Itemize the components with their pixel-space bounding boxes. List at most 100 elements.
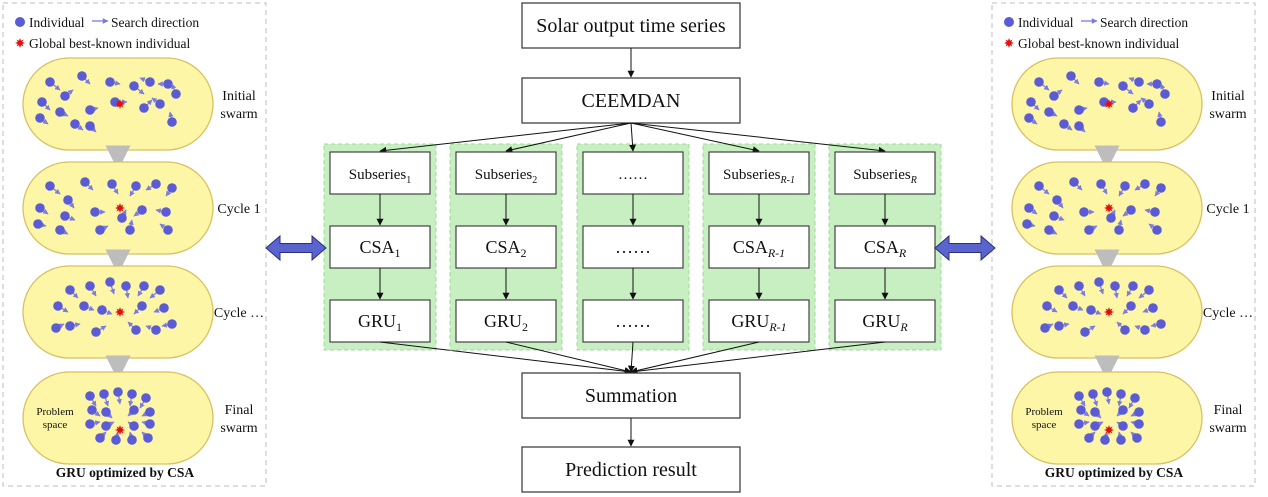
gru-label: GRU1 (358, 311, 402, 334)
individual-dot (163, 79, 173, 89)
sub-label: SubseriesR (853, 167, 917, 186)
arrow-ceemdan-to-branch (629, 122, 637, 152)
individual-dot (105, 277, 115, 287)
individual-dot (1054, 321, 1064, 331)
csa-label: CSA1 (359, 237, 400, 260)
individual-dot (45, 181, 55, 191)
individual-dot (111, 435, 121, 445)
individual-dot (87, 405, 97, 415)
arrow-branch-to-summation (630, 341, 886, 375)
legend-best-label: Global best-known individual (29, 36, 190, 51)
individual-dot (137, 205, 147, 215)
individual-dot (1128, 103, 1138, 113)
legend-individual-dot (15, 17, 25, 27)
gru-box (455, 299, 557, 343)
sub-index: R (910, 175, 917, 186)
individual-dot (1126, 205, 1136, 215)
sub-index: R-1 (780, 175, 795, 186)
gru-label: GRU2 (484, 311, 528, 334)
individual-dot (1079, 207, 1089, 217)
individual-dot (155, 99, 165, 109)
arrow-ceemdan-to-branch (630, 122, 886, 154)
individual-dot (127, 435, 137, 445)
sub-index: 1 (406, 175, 411, 186)
problem-space-label: Problem (36, 406, 74, 418)
individual-dot (1044, 225, 1054, 235)
individual-dot (129, 405, 139, 415)
arrow-ceemdan-to-branch (630, 122, 760, 154)
individual-dot (91, 327, 101, 337)
individual-dot (1144, 285, 1154, 295)
individual-dot (159, 303, 169, 313)
individual-dot (113, 387, 123, 397)
individual-dot (1140, 179, 1150, 189)
individual-dot (105, 77, 115, 87)
individual-dot (35, 203, 45, 213)
individual-dot (60, 91, 70, 101)
individual-dot (37, 97, 47, 107)
individual-dot (127, 389, 137, 399)
sub-label: …… (618, 167, 648, 183)
individual-dot (1054, 285, 1064, 295)
individual-dot (1156, 319, 1166, 329)
individual-dot (1074, 391, 1084, 401)
gru-name: GRU (731, 311, 769, 331)
csa-box (329, 225, 431, 269)
global-best-star (115, 203, 125, 213)
stage-label-2: swarm (220, 107, 257, 122)
gru-name: …… (615, 311, 651, 331)
summation-box (521, 372, 741, 419)
sub-box (582, 151, 684, 195)
arrow-ceemdan-to-branch (505, 122, 632, 154)
sub-name: Subseries (853, 167, 911, 183)
individual-dot (1118, 81, 1128, 91)
global-best-star (1104, 307, 1114, 317)
summation-label: Summation (585, 385, 677, 407)
individual-dot (1034, 77, 1044, 87)
legend-direction-label: Search direction (111, 15, 199, 30)
individual-dot (125, 225, 135, 235)
gru-index: R (899, 320, 908, 334)
individual-dot (1102, 387, 1112, 397)
problem-space-label: Problem (1025, 406, 1063, 418)
individual-dot (1132, 433, 1142, 443)
individual-dot (145, 407, 155, 417)
individual-dot (1086, 305, 1096, 315)
csa-name: CSA (485, 237, 520, 257)
individual-dot (1150, 207, 1160, 217)
stage-label: Cycle 1 (1206, 202, 1249, 217)
gru-label: …… (615, 311, 651, 331)
individual-dot (90, 207, 100, 217)
individual-dot (1118, 421, 1128, 431)
individual-dot (1126, 301, 1136, 311)
individual-dot (1024, 113, 1034, 123)
individual-dot (55, 107, 65, 117)
individual-dot (1042, 301, 1052, 311)
individual-dot (1160, 89, 1170, 99)
sub-label: SubseriesR-1 (723, 167, 795, 186)
center-flow: Solar output time series CEEMDAN Subseri… (323, 2, 942, 493)
individual-dot (51, 323, 61, 333)
individual-dot (163, 225, 173, 235)
individual-dot (1106, 213, 1116, 223)
individual-dot (1100, 435, 1110, 445)
legend-best-label: Global best-known individual (1018, 36, 1179, 51)
individual-dot (1134, 419, 1144, 429)
individual-dot (145, 419, 155, 429)
individual-dot (1040, 323, 1050, 333)
csa-index: R-1 (767, 246, 785, 260)
individual-dot (99, 389, 109, 399)
individual-dot (143, 433, 153, 443)
individual-dot (107, 179, 117, 189)
individual-dot (1130, 393, 1140, 403)
stage-label: Cycle 1 (217, 202, 260, 217)
individual-dot (70, 119, 80, 129)
branches: Subseries1CSA1GRU1Subseries2CSA2GRU2…………… (323, 122, 942, 375)
individual-dot (1074, 281, 1084, 291)
individual-dot (1026, 97, 1036, 107)
individual-dot (161, 207, 171, 217)
individual-dot (137, 301, 147, 311)
individual-dot (129, 81, 139, 91)
